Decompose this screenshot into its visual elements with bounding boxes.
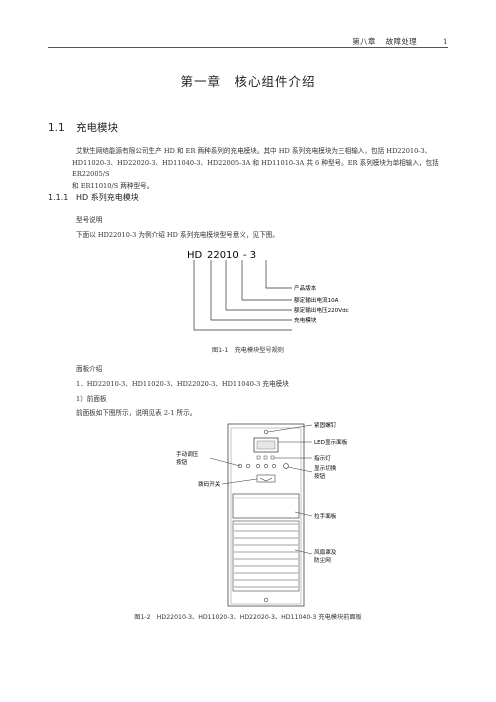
panel-item: 1．HD22010-3、HD11020-3、HD22020-3、HD11040-… bbox=[76, 380, 289, 388]
label-rated-current: 额定输出电流10A bbox=[294, 296, 339, 304]
label-handle-panel: 拉手面板 bbox=[314, 512, 337, 520]
chapter-title: 第一章 核心组件介绍 bbox=[180, 74, 316, 89]
section-number: 1.1 bbox=[48, 122, 65, 134]
module-outline bbox=[227, 423, 305, 607]
label-indicator-light: 指示灯 bbox=[314, 454, 331, 462]
panel-subitem: 1）前面板 bbox=[76, 395, 107, 403]
subsection-number: 1.1.1 bbox=[48, 193, 69, 202]
indicator-light bbox=[272, 464, 276, 468]
section-heading: 1.1 充电模块 bbox=[48, 120, 118, 135]
label-display-switch-button-line2: 按钮 bbox=[314, 472, 326, 480]
model-code-diagram: HD 220 10 - 3 产品版本 额定输出电流10A 额定输出电压220Vd… bbox=[187, 250, 349, 331]
panel-leader-lines bbox=[209, 424, 313, 555]
screw-icon bbox=[263, 429, 269, 435]
indicator-lights bbox=[256, 455, 275, 460]
panel-heading: 面板介绍 bbox=[76, 365, 103, 373]
label-fan-cover-line1: 风扇罩及 bbox=[314, 548, 337, 556]
subsection-title: HD 系列充电模块 bbox=[76, 193, 139, 202]
fan-cover bbox=[232, 520, 300, 592]
panel-text: 前面板如下图所示，说明见表 2-1 所示。 bbox=[76, 409, 197, 417]
handle-panel[interactable] bbox=[232, 493, 300, 519]
header-chapter: 第八章 bbox=[352, 37, 376, 46]
label-display-switch-button-line1: 显示切换 bbox=[314, 464, 337, 472]
subsection-heading: 1.1.1 HD 系列充电模块 bbox=[48, 192, 139, 203]
leader-lines bbox=[193, 260, 292, 331]
model-desc-text: 下面以 HD22010-3 为例介绍 HD 系列充电模块型号意义，见下图。 bbox=[76, 231, 279, 239]
module-inner-outline bbox=[230, 427, 302, 605]
led-display-panel bbox=[253, 437, 279, 453]
front-panel-diagram: 紧固螺钉 LED显示面板 指示灯 显示切换 按钮 拉手面板 风扇罩及 防尘网 手… bbox=[176, 421, 348, 607]
intro-paragraph: 艾默生网络能源有限公司生产 HD 和 ER 两种系列的充电模块。其中 HD 系列… bbox=[72, 146, 456, 192]
section-title: 充电模块 bbox=[76, 122, 118, 134]
label-fan-cover-line2: 防尘网 bbox=[314, 556, 331, 564]
label-product-version: 产品版本 bbox=[294, 284, 317, 292]
figure-caption: 图1-2 HD22010-3、HD11020-3、HD22020-3、HD110… bbox=[134, 614, 362, 621]
intro-line: 艾默生网络能源有限公司生产 HD 和 ER 两种系列的充电模块。其中 HD 系列… bbox=[76, 147, 432, 155]
label-led-display-panel: LED显示面板 bbox=[314, 438, 348, 446]
led-display-screen bbox=[256, 440, 276, 450]
screw-icon bbox=[263, 597, 269, 603]
code-part-current: 10 bbox=[226, 250, 239, 261]
manual-voltage-button[interactable] bbox=[245, 463, 251, 469]
header-page-number: 1 bbox=[442, 37, 448, 46]
dip-switch[interactable] bbox=[256, 474, 276, 483]
code-part-voltage: 220 bbox=[207, 250, 226, 261]
manual-voltage-button[interactable] bbox=[237, 463, 243, 469]
label-dip-switch: 拨码开关 bbox=[198, 480, 221, 488]
label-charging-module: 充电模块 bbox=[294, 316, 317, 324]
dip-switch-mark bbox=[259, 477, 273, 482]
model-desc-heading: 型号说明 bbox=[76, 216, 103, 224]
fan-cover-vents bbox=[234, 523, 298, 588]
page-header: 第八章故障处理 1 bbox=[342, 36, 448, 47]
label-fastening-screw: 紧固螺钉 bbox=[314, 421, 337, 429]
display-switch-button[interactable] bbox=[283, 463, 289, 469]
code-part-version: - 3 bbox=[243, 250, 256, 261]
label-manual-voltage-button-line1: 手动调压 bbox=[176, 450, 199, 458]
intro-line: 和 ER11010/S 两种型号。 bbox=[72, 181, 154, 190]
indicator-light bbox=[264, 464, 268, 468]
code-part-hd: HD bbox=[187, 250, 203, 261]
indicator-light bbox=[256, 464, 260, 468]
figure-caption: 图1-1 充电模块型号规则 bbox=[212, 347, 284, 354]
intro-line: HD11020-3、HD22020-3、HD11040-3、HD22005-3A… bbox=[72, 158, 439, 179]
label-rated-voltage: 额定输出电压220Vdc bbox=[294, 306, 349, 314]
header-section: 故障处理 bbox=[385, 37, 417, 46]
header-rule bbox=[48, 47, 448, 48]
label-manual-voltage-button-line2: 按钮 bbox=[176, 458, 188, 466]
